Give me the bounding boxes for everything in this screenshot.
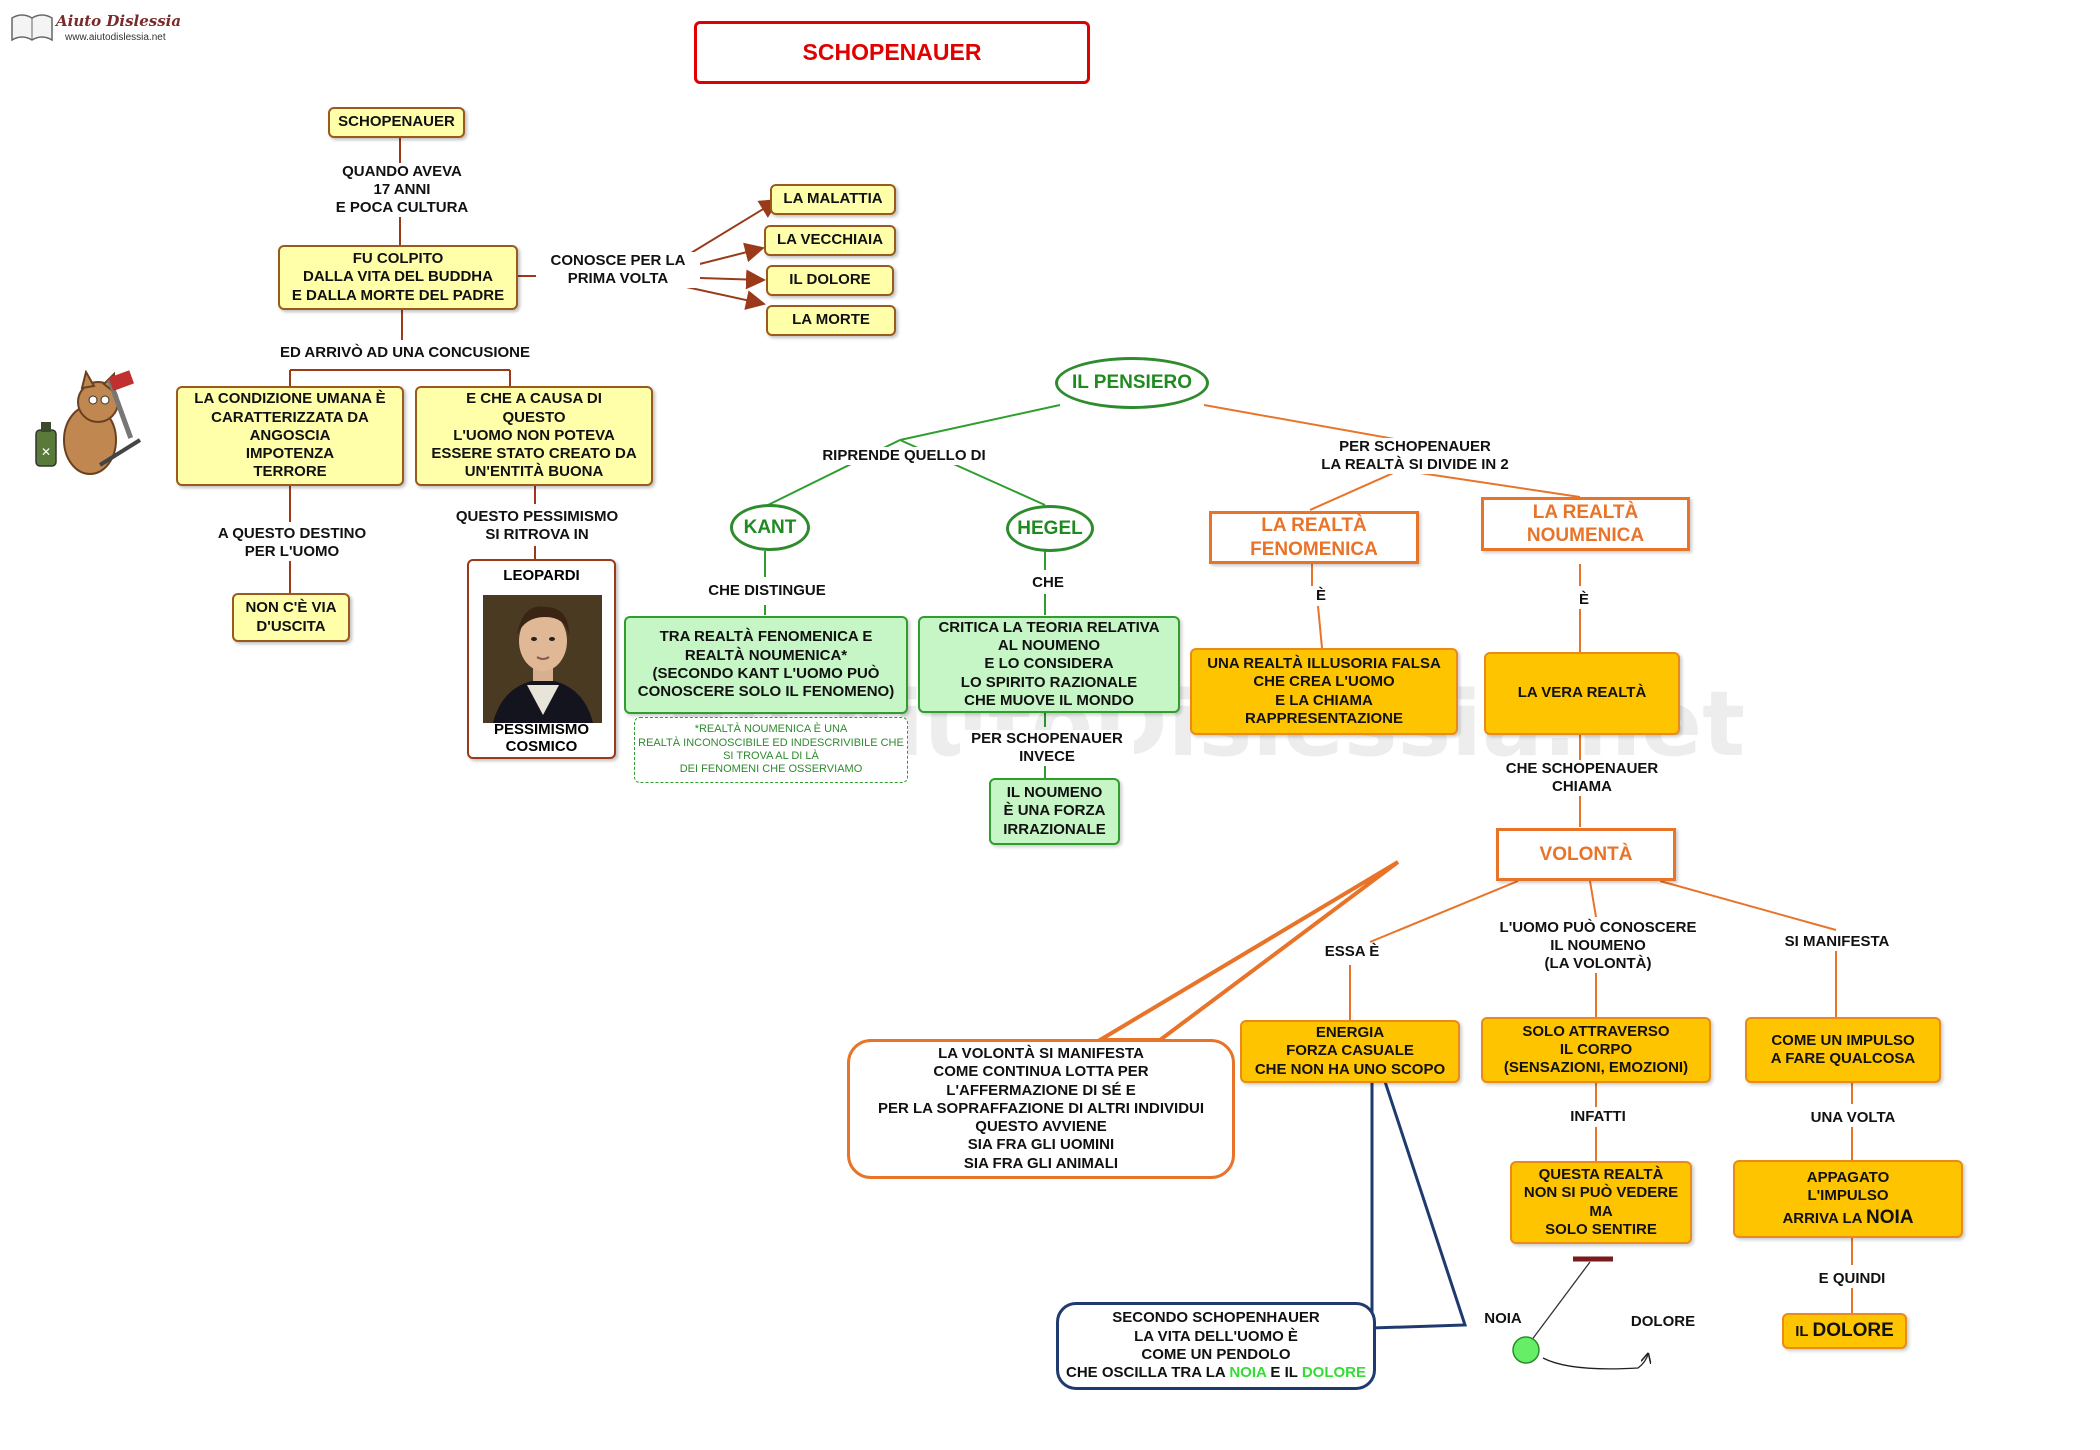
node-dolore-final: IL DOLORE: [1782, 1313, 1907, 1349]
svg-text:✕: ✕: [41, 445, 51, 459]
leopardi-title: LEOPARDI: [503, 567, 580, 584]
label-distingue: CHE DISTINGUE: [700, 582, 834, 600]
logo-title: Aiuto Dislessia: [56, 12, 182, 30]
logo-url: www.aiutodislessia.net: [65, 32, 166, 43]
label-essa: ESSA È: [1318, 943, 1386, 961]
node-kant-distinction: TRA REALTÀ FENOMENICA E REALTÀ NOUMENICA…: [624, 616, 908, 714]
label-age: QUANDO AVEVA 17 ANNI E POCA CULTURA: [312, 163, 492, 217]
label-pessimism: QUESTO PESSIMISMO SI RITROVA IN: [430, 508, 644, 544]
node-no-exit: NON C'È VIA D'USCITA: [232, 593, 350, 642]
callout-volonta-struggle: LA VOLONTÀ SI MANIFESTA COME CONTINUA LO…: [847, 1039, 1235, 1179]
node-energia: ENERGIA FORZA CASUALE CHE NON HA UNO SCO…: [1240, 1020, 1460, 1083]
node-fenomenica: LA REALTÀ FENOMENICA: [1209, 511, 1419, 564]
cat-illustration: ✕: [30, 369, 145, 482]
node-cause: E CHE A CAUSA DI QUESTO L'UOMO NON POTEV…: [415, 386, 653, 486]
page-title: SCHOPENAUER: [694, 21, 1090, 84]
site-logo[interactable]: Aiuto Dislessia www.aiutodislessia.net: [10, 10, 181, 46]
node-human-condition: LA CONDIZIONE UMANA È CARATTERIZZATA DA …: [176, 386, 404, 486]
node-corpo: SOLO ATTRAVERSO IL CORPO (SENSAZIONI, EM…: [1481, 1017, 1711, 1083]
label-riprende: RIPRENDE QUELLO DI: [810, 447, 998, 465]
label-una-volta: UNA VOLTA: [1796, 1109, 1910, 1127]
pendulum-dolore: DOLORE: [1301, 1364, 1367, 1382]
label-manifesta: SI MANIFESTA: [1765, 933, 1909, 951]
node-impulso: COME UN IMPULSO A FARE QUALCOSA: [1745, 1017, 1941, 1083]
node-hegel: HEGEL: [1006, 505, 1094, 552]
label-quindi: E QUINDI: [1800, 1270, 1904, 1288]
dolore-word: DOLORE: [1812, 1320, 1894, 1342]
leopardi-portrait: [483, 595, 602, 723]
label-infatti: INFATTI: [1556, 1108, 1640, 1126]
node-hegel-critique: CRITICA LA TEORIA RELATIVA AL NOUMENO E …: [918, 616, 1180, 713]
node-noumenica: LA REALTÀ NOUMENICA: [1481, 497, 1690, 551]
label-e-1: È: [1307, 587, 1335, 605]
node-illusory-reality: UNA REALTÀ ILLUSORIA FALSA CHE CREA L'UO…: [1190, 648, 1458, 735]
label-e-2: È: [1570, 591, 1598, 609]
label-conclusion: ED ARRIVÒ AD UNA CONCUSIONE: [260, 344, 550, 362]
label-chiama: CHE SCHOPENAUER CHIAMA: [1490, 760, 1674, 796]
note-noumenal: *REALTÀ NOUMENICA È UNA REALTÀ INCONOSCI…: [634, 717, 908, 783]
node-pensiero: IL PENSIERO: [1055, 357, 1209, 409]
label-fate: A QUESTO DESTINO PER L'UOMO: [196, 525, 388, 561]
book-icon: [10, 12, 54, 42]
node-vecchiaia: LA VECCHIAIA: [764, 225, 896, 256]
noia-text: APPAGATO L'IMPULSO ARRIVA LA NOIA: [1782, 1169, 1914, 1228]
node-noumeno-irrational: IL NOUMENO È UNA FORZA IRRAZIONALE: [989, 778, 1120, 845]
node-volonta: VOLONTÀ: [1496, 828, 1676, 881]
node-true-reality: LA VERA REALTÀ: [1484, 652, 1680, 735]
label-knows: CONOSCE PER LA PRIMA VOLTA: [536, 252, 700, 288]
node-morte: LA MORTE: [766, 305, 896, 336]
pendulum-dolore-label: DOLORE: [1624, 1313, 1702, 1331]
label-divide: PER SCHOPENAUER LA REALTÀ SI DIVIDE IN 2: [1288, 438, 1542, 474]
node-leopardi: LEOPARDI PESSIMISMO COSMICO: [467, 559, 616, 759]
node-dolore-item: IL DOLORE: [766, 265, 894, 296]
node-noia-impulso: APPAGATO L'IMPULSO ARRIVA LA NOIA: [1733, 1160, 1963, 1238]
pendulum-noia-label: NOIA: [1474, 1310, 1532, 1328]
leopardi-caption: PESSIMISMO COSMICO: [493, 721, 590, 756]
pendulum-text: SECONDO SCHOPENHAUER LA VITA DELL'UOMO È…: [1065, 1309, 1367, 1382]
node-malattia: LA MALATTIA: [770, 184, 896, 215]
noia-word: NOIA: [1866, 1206, 1914, 1228]
label-che: CHE: [1026, 574, 1070, 592]
node-sentire: QUESTA REALTÀ NON SI PUÒ VEDERE MA SOLO …: [1510, 1161, 1692, 1244]
dolore-text: IL DOLORE: [1795, 1320, 1894, 1342]
node-kant: KANT: [730, 504, 810, 551]
node-schopenauer: SCHOPENAUER: [328, 107, 465, 138]
label-invece: PER SCHOPENAUER INVECE: [960, 730, 1134, 766]
callout-pendulum: SECONDO SCHOPENHAUER LA VITA DELL'UOMO È…: [1056, 1302, 1376, 1390]
node-struck: FU COLPITO DALLA VITA DEL BUDDHA E DALLA…: [278, 245, 518, 310]
label-conoscere: L'UOMO PUÒ CONOSCERE IL NOUMENO (LA VOLO…: [1486, 919, 1710, 973]
pendulum-noia: NOIA: [1229, 1364, 1267, 1382]
